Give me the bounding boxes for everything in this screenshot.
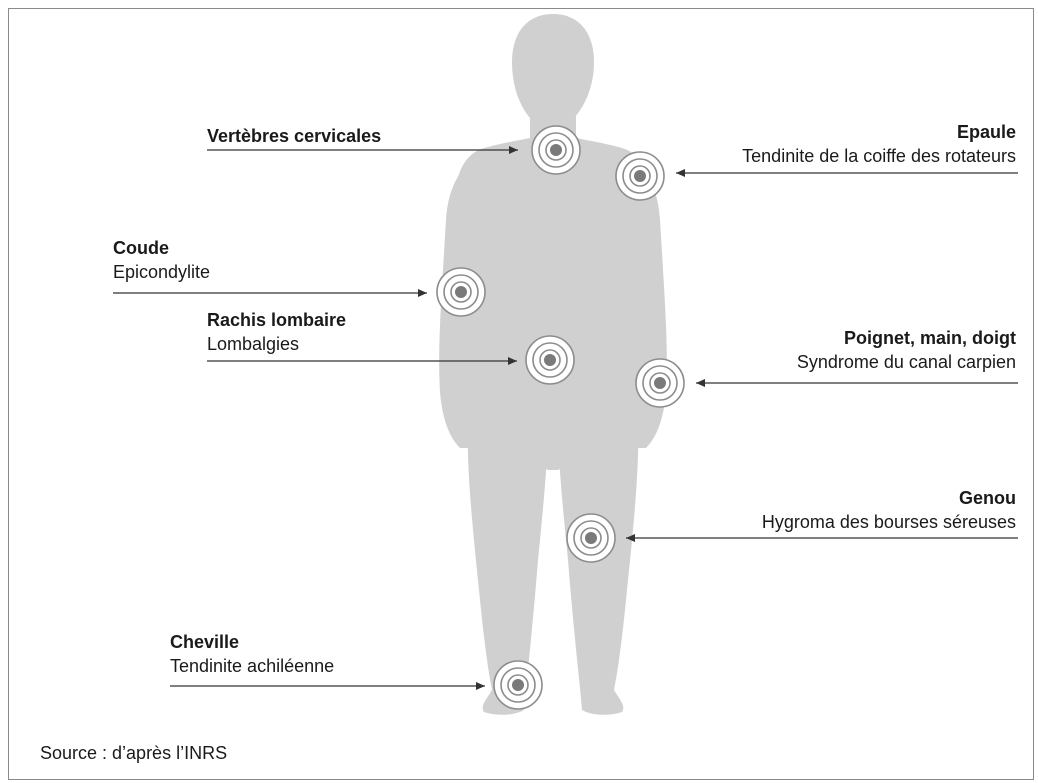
target-ankle xyxy=(494,661,542,709)
target-cervical xyxy=(532,126,580,174)
label-shoulder-title: Epaule xyxy=(742,120,1016,144)
target-elbow xyxy=(437,268,485,316)
label-cervical: Vertèbres cervicales xyxy=(207,124,381,148)
label-elbow-title: Coude xyxy=(113,236,210,260)
label-shoulder-sub: Tendinite de la coiffe des rotateurs xyxy=(742,144,1016,168)
label-knee: Genou Hygroma des bourses séreuses xyxy=(762,486,1016,534)
target-wrist xyxy=(636,359,684,407)
label-wrist-title: Poignet, main, doigt xyxy=(797,326,1016,350)
label-wrist-sub: Syndrome du canal carpien xyxy=(797,350,1016,374)
target-shoulder xyxy=(616,152,664,200)
label-wrist: Poignet, main, doigt Syndrome du canal c… xyxy=(797,326,1016,374)
label-ankle: Cheville Tendinite achiléenne xyxy=(170,630,334,678)
label-lumbar-title: Rachis lombaire xyxy=(207,308,346,332)
label-elbow: Coude Epicondylite xyxy=(113,236,210,284)
label-cervical-title: Vertèbres cervicales xyxy=(207,124,381,148)
label-knee-sub: Hygroma des bourses séreuses xyxy=(762,510,1016,534)
label-ankle-title: Cheville xyxy=(170,630,334,654)
label-ankle-sub: Tendinite achiléenne xyxy=(170,654,334,678)
source-note: Source : d’après l’INRS xyxy=(40,743,227,764)
target-lumbar xyxy=(526,336,574,384)
label-lumbar: Rachis lombaire Lombalgies xyxy=(207,308,346,356)
head-shape xyxy=(512,14,594,124)
target-knee xyxy=(567,514,615,562)
right-leg-shape xyxy=(558,420,638,715)
label-shoulder: Epaule Tendinite de la coiffe des rotate… xyxy=(742,120,1016,168)
label-lumbar-sub: Lombalgies xyxy=(207,332,346,356)
label-knee-title: Genou xyxy=(762,486,1016,510)
label-elbow-sub: Epicondylite xyxy=(113,260,210,284)
